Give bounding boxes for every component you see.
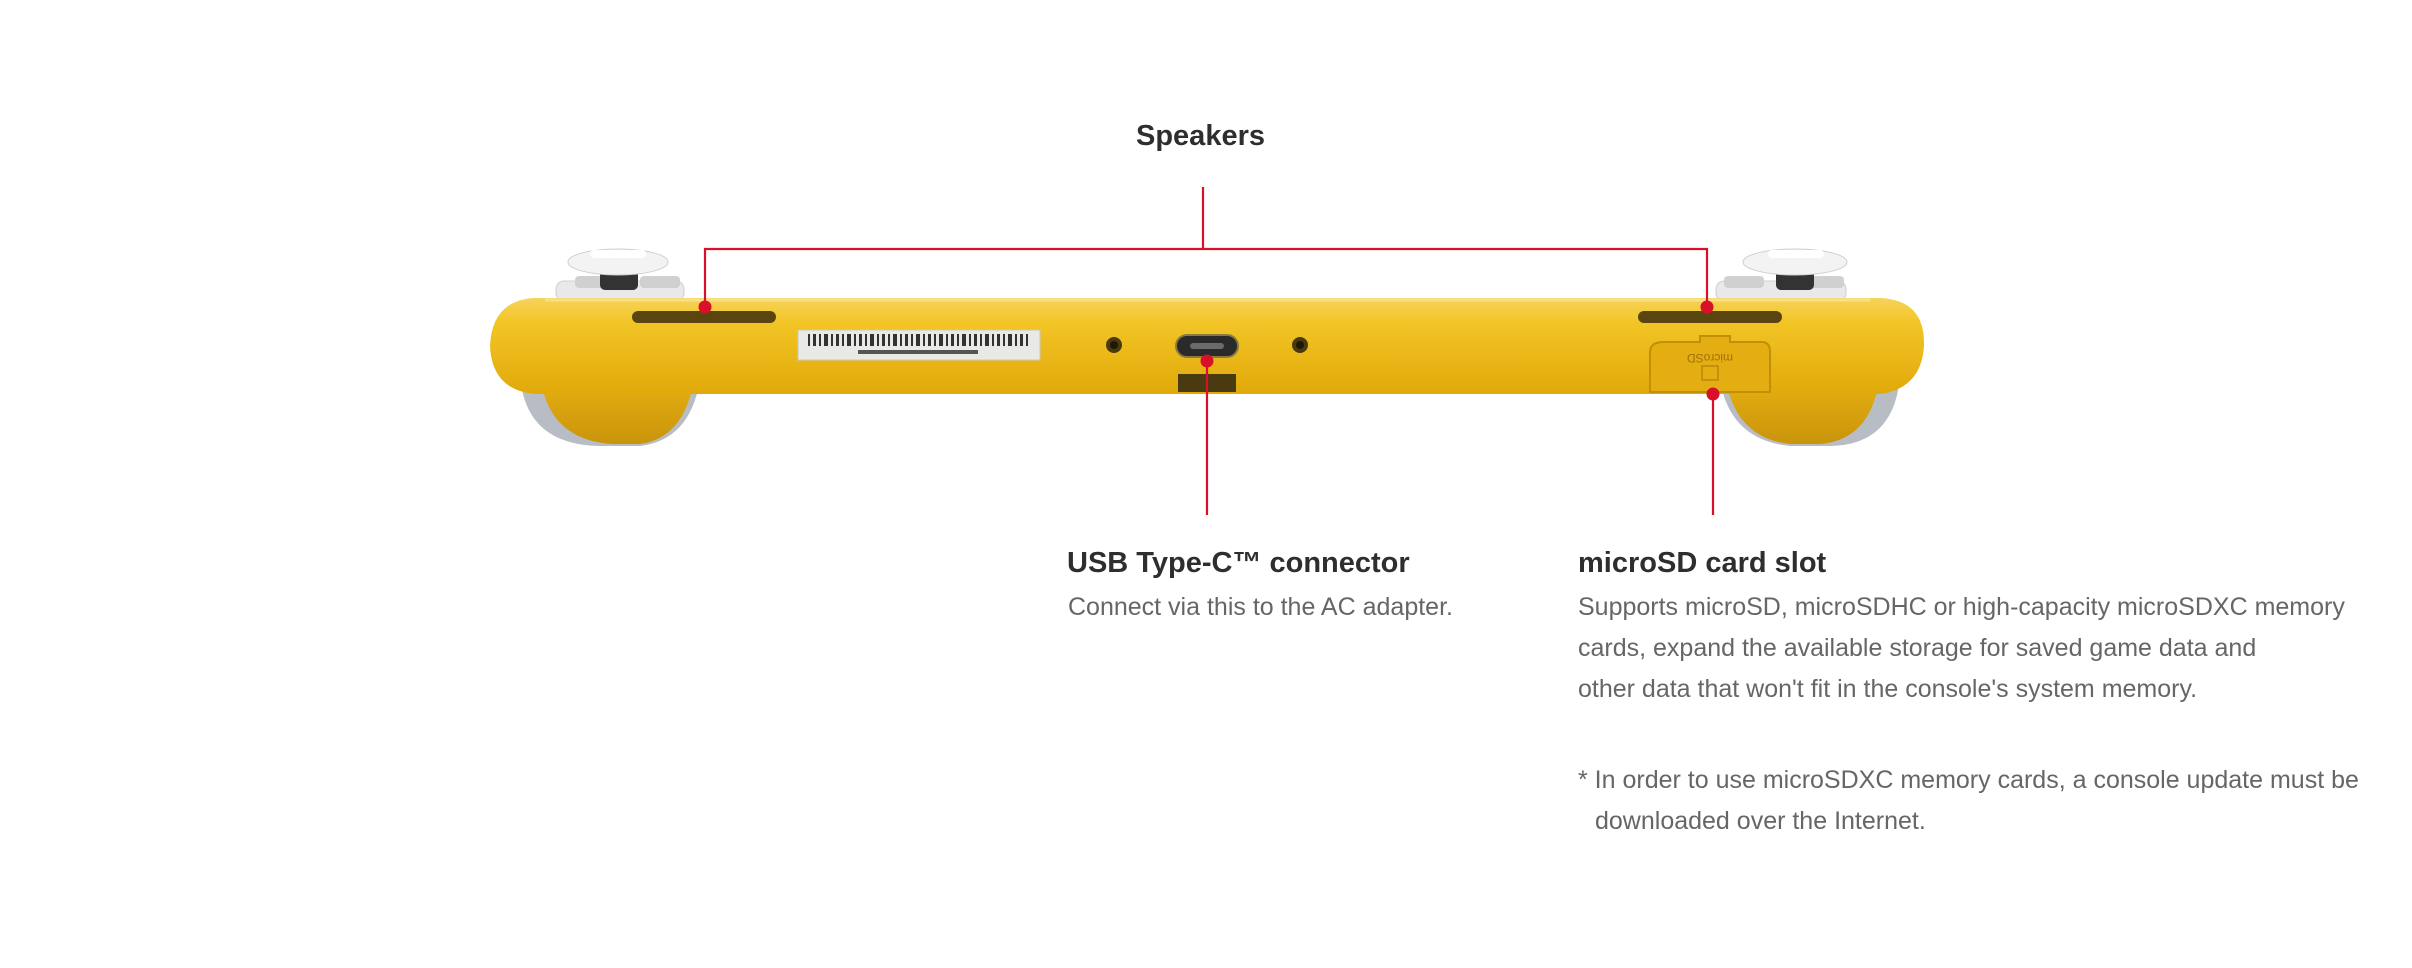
microsdxc-note-line: downloaded over the Internet. <box>1595 807 1926 835</box>
usb-marker <box>1200 354 1214 368</box>
right-speaker-grille <box>1638 311 1782 323</box>
microsd-description-line: other data that won't fit in the console… <box>1578 675 2198 703</box>
speaker-right-marker <box>1700 300 1714 314</box>
microsd-slot-lid: microSD <box>1649 335 1771 393</box>
left-shoulder-buttons <box>555 248 685 302</box>
microsd-marker <box>1706 387 1720 401</box>
usb-description: Connect via this to the AC adapter. <box>1068 587 1453 628</box>
speakers-callout-line <box>703 187 1709 307</box>
microsd-description: Supports microSD, microSDHC or high-capa… <box>1578 587 2345 710</box>
microsd-description-line: Supports microSD, microSDHC or high-capa… <box>1578 593 2345 621</box>
usb-description-line: Connect via this to the AC adapter. <box>1068 593 1453 621</box>
microsd-lid-label: microSD <box>1687 351 1733 365</box>
microsd-title: microSD card slot <box>1578 547 1827 579</box>
usb-title: USB Type-C™ connector <box>1067 547 1410 579</box>
left-speaker-grille <box>632 311 776 323</box>
microsdxc-note: * In order to use microSDXC memory cards… <box>1578 760 2359 842</box>
microsdxc-note-line: * In order to use microSDXC memory cards… <box>1578 766 2359 794</box>
microsd-description-line: cards, expand the available storage for … <box>1578 634 2257 662</box>
usb-c-port <box>1175 334 1239 392</box>
serial-label <box>797 329 1041 361</box>
speakers-title: Speakers <box>1136 120 1265 152</box>
speaker-left-marker <box>698 300 712 314</box>
right-shoulder-buttons <box>1715 248 1848 302</box>
